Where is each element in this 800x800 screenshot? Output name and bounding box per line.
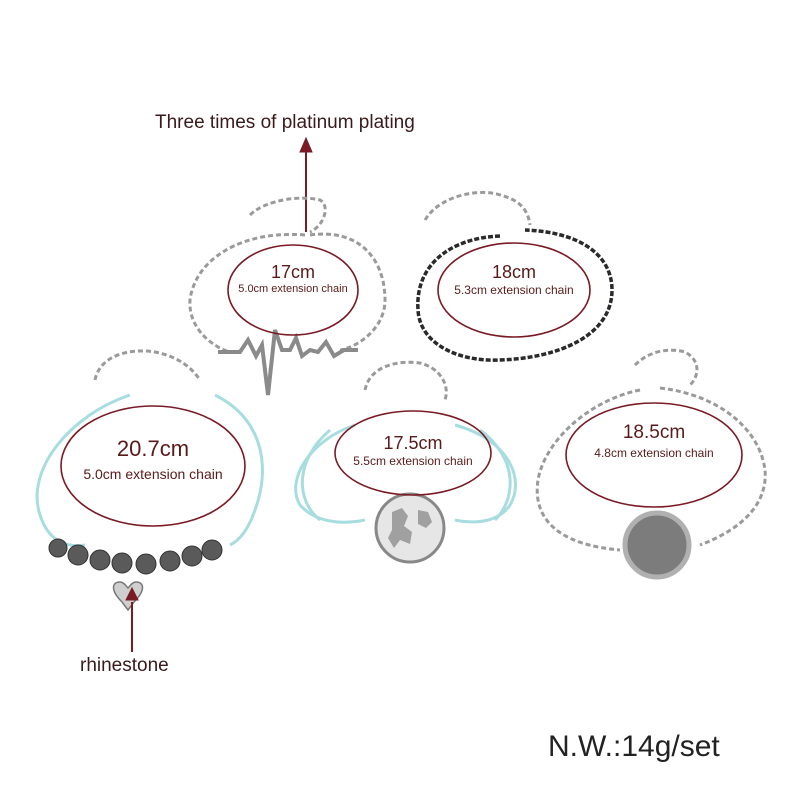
hematite-beads bbox=[48, 538, 223, 575]
bracelet-1-extension: 5.0cm extension chain bbox=[238, 283, 348, 295]
heartbeat-bracelet bbox=[188, 196, 387, 354]
ellipse-4 bbox=[334, 410, 492, 496]
bracelet-4-extension: 5.5cm extension chain bbox=[353, 454, 473, 468]
bracelet-5-label: 18.5cm 4.8cm extension chain bbox=[566, 422, 742, 460]
ellipse-3 bbox=[60, 405, 246, 527]
black-extension-chain bbox=[423, 191, 532, 226]
world-map-cutout bbox=[388, 508, 432, 548]
bracelet-2-extension: 5.3cm extension chain bbox=[454, 283, 574, 297]
net-weight: N.W.:14g/set bbox=[548, 730, 720, 763]
cord-extension-chain bbox=[93, 349, 202, 381]
bracelet-3-extension: 5.0cm extension chain bbox=[83, 466, 223, 482]
bracelet-2-label: 18cm 5.3cm extension chain bbox=[438, 262, 590, 297]
ellipse-5 bbox=[565, 402, 743, 508]
bracelet-3-length: 20.7cm bbox=[116, 436, 190, 461]
bracelet-4-label: 17.5cm 5.5cm extension chain bbox=[335, 433, 491, 468]
bracelet-1-label: 17cm 5.0cm extension chain bbox=[228, 262, 358, 295]
map-bracelet bbox=[294, 423, 517, 524]
rhinestone-callout: rhinestone bbox=[80, 655, 169, 676]
world-map-pendant bbox=[374, 492, 446, 564]
silver-cabochon-bracelet bbox=[535, 348, 767, 552]
ellipse-1 bbox=[227, 244, 359, 336]
black-bracelet bbox=[416, 228, 614, 362]
bracelet-3-label: 20.7cm 5.0cm extension chain bbox=[61, 436, 245, 482]
cabochon-stone bbox=[622, 510, 692, 580]
bracelet-1-length: 17cm bbox=[270, 262, 315, 282]
rhinestone-arrow bbox=[125, 586, 139, 652]
heartbeat-pendant bbox=[218, 329, 358, 396]
bracelet-2-length: 18cm bbox=[491, 262, 536, 282]
bracelet-5-extension: 4.8cm extension chain bbox=[594, 446, 714, 460]
bracelet-4-length: 17.5cm bbox=[383, 433, 443, 453]
map-extension-chain bbox=[363, 360, 448, 401]
ellipse-2 bbox=[437, 242, 591, 338]
bracelet-5-length: 18.5cm bbox=[622, 422, 686, 443]
plating-callout: Three times of platinum plating bbox=[155, 112, 415, 133]
plating-arrow bbox=[299, 136, 313, 232]
